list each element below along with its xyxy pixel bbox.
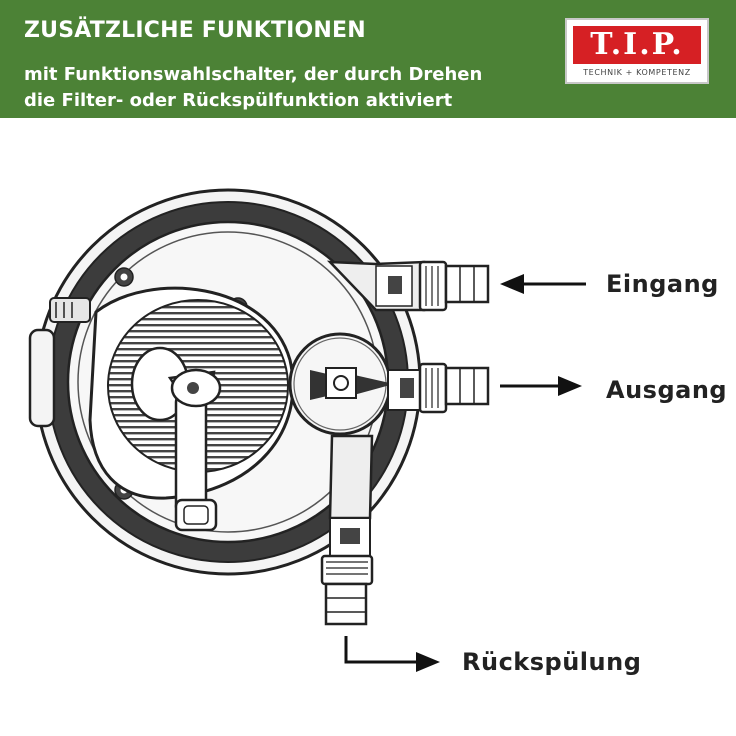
logo-tagline: TECHNIK + KOMPETENZ <box>583 68 691 77</box>
banner-subtitle-line-1: mit Funktionswahlschalter, der durch Dre… <box>24 64 483 85</box>
inlet-port <box>326 260 490 312</box>
side-clamp <box>28 297 91 428</box>
inlet-arrow <box>500 274 586 294</box>
banner-title: ZUSÄTZLICHE FUNKTIONEN <box>24 18 366 43</box>
outlet-port <box>387 362 490 414</box>
valve-head <box>288 332 394 436</box>
header-banner: ZUSÄTZLICHE FUNKTIONEN mit Funktionswahl… <box>0 0 736 118</box>
outlet-arrow <box>500 376 582 396</box>
backwash-port <box>320 434 374 626</box>
outlet-label: Ausgang <box>606 376 728 404</box>
logo-wordmark: T.I.P. <box>573 26 701 64</box>
banner-subtitle-line-2: die Filter- oder Rückspülfunktion aktivi… <box>24 90 453 111</box>
backwash-label: Rückspülung <box>462 648 642 676</box>
filter-diagram <box>28 188 586 672</box>
backwash-arrow <box>344 636 440 672</box>
inlet-label: Eingang <box>606 270 719 298</box>
brand-logo: T.I.P. TECHNIK + KOMPETENZ <box>565 18 709 84</box>
selector-handle <box>167 368 222 532</box>
